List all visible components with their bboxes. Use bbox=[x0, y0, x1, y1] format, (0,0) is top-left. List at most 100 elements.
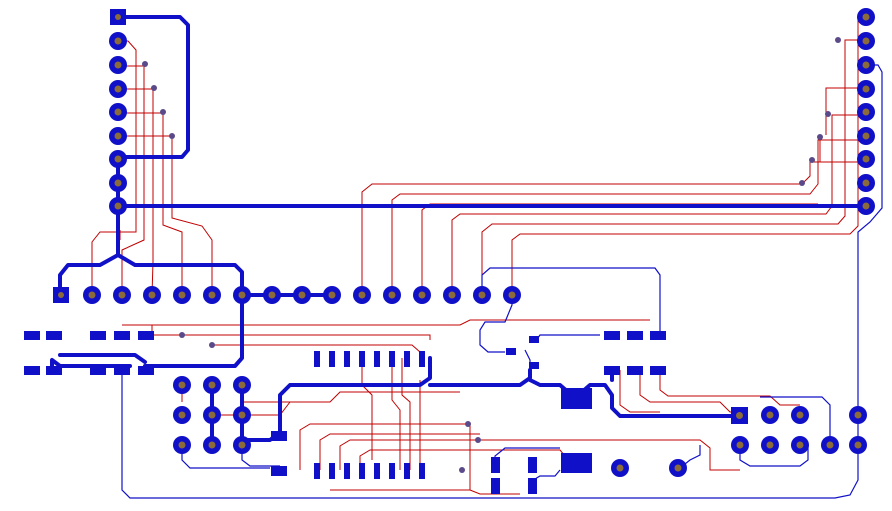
pad bbox=[821, 436, 839, 454]
smd-pad bbox=[506, 348, 516, 355]
row-pin bbox=[473, 286, 491, 304]
pad bbox=[791, 436, 809, 454]
header-pin bbox=[109, 56, 127, 74]
header-pin bbox=[857, 127, 875, 145]
row-pin bbox=[293, 286, 311, 304]
ic-pin bbox=[419, 463, 425, 479]
ic-pin bbox=[359, 351, 365, 367]
smd-pad bbox=[627, 331, 643, 340]
header-pin bbox=[109, 32, 127, 50]
smd-pad bbox=[491, 457, 500, 473]
smd-pad bbox=[24, 331, 40, 340]
smd-pad bbox=[529, 336, 539, 343]
smd-pad bbox=[271, 466, 287, 476]
row-pin bbox=[113, 286, 131, 304]
ic-pin bbox=[344, 463, 350, 479]
ic-pin bbox=[359, 463, 365, 479]
via bbox=[459, 467, 465, 473]
right-header-connector bbox=[857, 8, 875, 215]
row-pin bbox=[323, 286, 341, 304]
bottom-layer-traces bbox=[121, 64, 883, 499]
pad bbox=[791, 406, 809, 424]
header-pin bbox=[109, 150, 127, 168]
header-pin bbox=[109, 174, 127, 192]
pad bbox=[849, 436, 867, 454]
vias bbox=[142, 37, 841, 473]
header-pin bbox=[109, 127, 127, 145]
power-bus-traces bbox=[50, 15, 868, 442]
smd-pad bbox=[627, 366, 643, 375]
header-pin bbox=[857, 150, 875, 168]
via bbox=[835, 37, 841, 43]
block-pin bbox=[203, 406, 221, 424]
via bbox=[151, 85, 157, 91]
left-smd-pads bbox=[24, 331, 154, 375]
ic-pin bbox=[329, 463, 335, 479]
smd-pad bbox=[650, 366, 666, 375]
ic-pin bbox=[404, 351, 410, 367]
header-pin bbox=[109, 80, 127, 98]
block-pin bbox=[203, 376, 221, 394]
smd-pad bbox=[604, 366, 620, 375]
left-header-connector bbox=[109, 9, 127, 215]
pad bbox=[731, 436, 749, 454]
misc-smd-components bbox=[271, 331, 666, 494]
pad bbox=[669, 459, 687, 477]
block-pin bbox=[233, 436, 251, 454]
block-pin bbox=[173, 406, 191, 424]
smd-pad bbox=[138, 331, 154, 340]
via bbox=[809, 157, 815, 163]
block-pin bbox=[233, 376, 251, 394]
smd-pad bbox=[46, 331, 62, 340]
smd-pad bbox=[528, 478, 537, 494]
block-pin bbox=[173, 436, 191, 454]
block-pin bbox=[173, 376, 191, 394]
via bbox=[475, 437, 481, 443]
via bbox=[817, 134, 823, 140]
smd-pad bbox=[529, 362, 539, 369]
header-pin bbox=[109, 103, 127, 121]
smd-pad bbox=[528, 457, 537, 473]
smd-pad bbox=[138, 366, 154, 375]
header-pin bbox=[857, 197, 875, 215]
pin-block-3x3 bbox=[173, 376, 251, 454]
row-pin bbox=[143, 286, 161, 304]
ic-pin bbox=[389, 463, 395, 479]
row-pin bbox=[503, 286, 521, 304]
row-pin bbox=[413, 286, 431, 304]
smd-pad bbox=[24, 366, 40, 375]
via bbox=[825, 111, 831, 117]
pad bbox=[849, 406, 867, 424]
smd-pad bbox=[271, 431, 287, 441]
header-pin bbox=[857, 103, 875, 121]
via bbox=[169, 133, 175, 139]
pad bbox=[611, 459, 629, 477]
block-pin bbox=[233, 406, 251, 424]
header-pin bbox=[857, 80, 875, 98]
smd-pad bbox=[90, 366, 106, 375]
smd-pad bbox=[46, 366, 62, 375]
row-pin bbox=[83, 286, 101, 304]
row-pin bbox=[203, 286, 221, 304]
horizontal-pin-row bbox=[53, 286, 521, 304]
regulator-tab bbox=[561, 388, 592, 409]
row-pin bbox=[383, 286, 401, 304]
header-pin bbox=[857, 56, 875, 74]
crystal-pad bbox=[561, 453, 592, 473]
ic-pin bbox=[344, 351, 350, 367]
via bbox=[179, 332, 185, 338]
ic-pin bbox=[404, 463, 410, 479]
via bbox=[209, 342, 215, 348]
smd-pad bbox=[114, 366, 130, 375]
ic-pin bbox=[314, 463, 320, 479]
ic-pin bbox=[419, 351, 425, 367]
smd-pad bbox=[114, 331, 130, 340]
ic-pin bbox=[314, 351, 320, 367]
ic-pin bbox=[389, 351, 395, 367]
header-pin bbox=[857, 32, 875, 50]
row-pin bbox=[353, 286, 371, 304]
right-bottom-pads bbox=[611, 406, 867, 477]
via bbox=[799, 180, 805, 186]
block-pin bbox=[203, 436, 221, 454]
